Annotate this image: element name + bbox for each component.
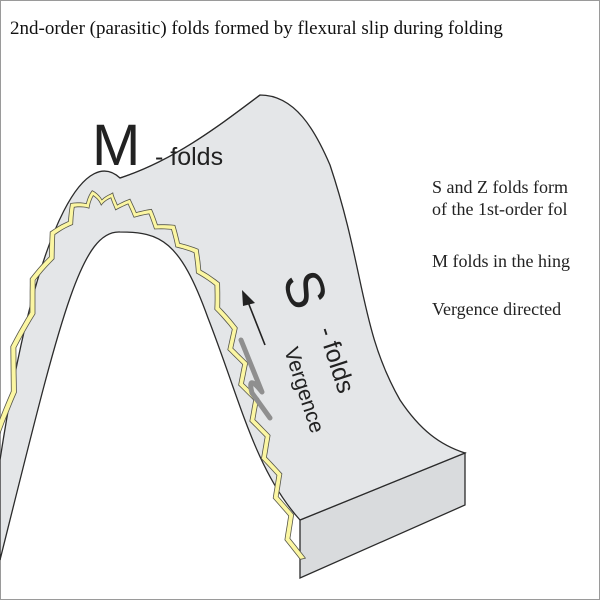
m-fold-suffix: - folds	[155, 143, 223, 171]
surface-edge-line	[119, 94, 261, 179]
note-sz-folds: S and Z folds form of the 1st-order fol	[432, 176, 568, 220]
note-line-1: S and Z folds form	[432, 177, 568, 197]
note-vergence: Vergence directed	[432, 299, 562, 319]
m-fold-letter: M	[92, 113, 140, 178]
vergence-s-symbol-icon	[238, 337, 273, 421]
figure-title: 2nd-order (parasitic) folds formed by fl…	[10, 18, 503, 39]
vergence-arrow-icon	[242, 290, 266, 346]
note-m-folds: M folds in the hing	[432, 251, 570, 271]
parasitic-fold-layer	[0, 190, 307, 560]
note-line-2: of the 1st-order fol	[432, 199, 568, 219]
